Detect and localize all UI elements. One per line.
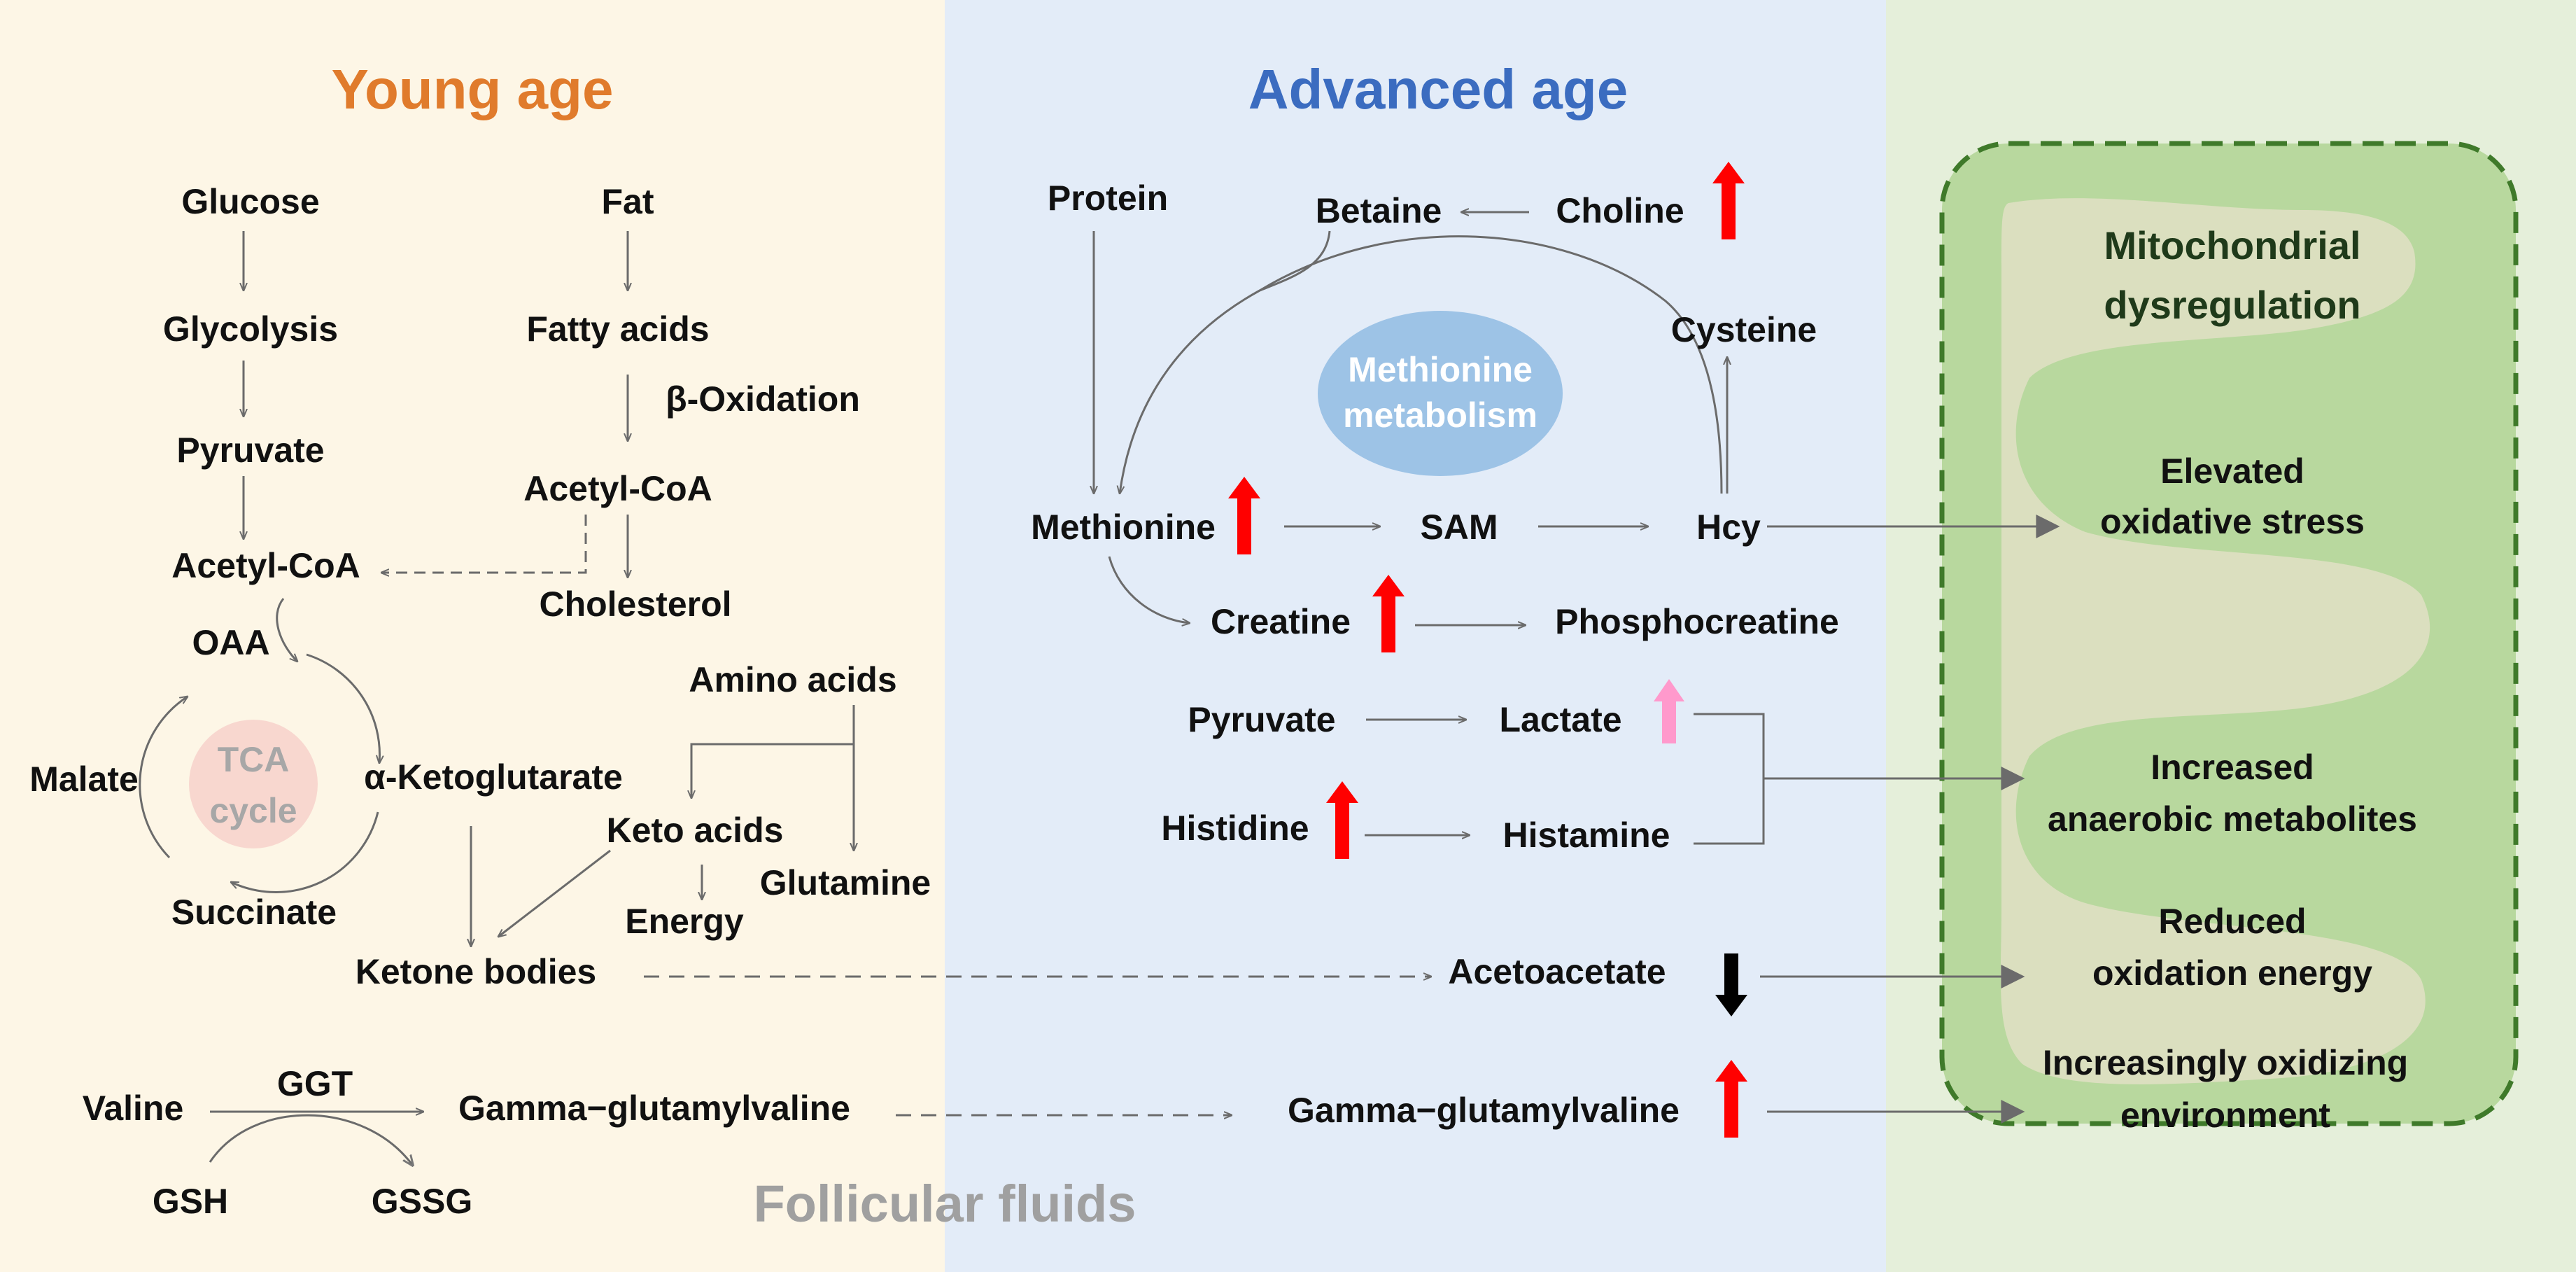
mitochondria-cristae-shape — [2000, 198, 2430, 1084]
node-malate: Malate — [29, 760, 139, 799]
up-arrow-creatine — [1372, 575, 1405, 652]
trend-arrows — [1228, 162, 1747, 1138]
label-beta-oxidation: β-Oxidation — [666, 379, 860, 419]
label-ggt: GGT — [277, 1064, 353, 1103]
node-protein: Protein — [1048, 179, 1168, 218]
node-betaine: Betaine — [1316, 191, 1442, 230]
effect-oxidizing-env-line2: environment — [2120, 1096, 2330, 1135]
advanced-pathway-arrows — [1094, 212, 2060, 1124]
node-keto-acids: Keto acids — [607, 811, 784, 850]
tca-label-line1: TCA — [218, 740, 290, 779]
effect-anaerobic-line1: Increased — [2151, 748, 2314, 787]
node-glucose: Glucose — [181, 182, 319, 221]
effect-oxidative-stress-line2: oxidative stress — [2100, 502, 2365, 541]
tca-label-line2: cycle — [209, 791, 297, 830]
up-arrow-lactate — [1654, 679, 1684, 743]
down-arrow-acetoacetate — [1715, 953, 1747, 1016]
effect-oxidizing-env-line1: Increasingly oxidizing — [2043, 1043, 2408, 1082]
node-histidine: Histidine — [1161, 809, 1309, 848]
node-hcy: Hcy — [1696, 508, 1761, 547]
node-glycolysis: Glycolysis — [163, 309, 338, 349]
node-choline: Choline — [1556, 191, 1684, 230]
node-amino-acids: Amino acids — [689, 660, 896, 699]
advanced-labels: Protein Betaine Choline Cysteine Methion… — [1031, 179, 1839, 1130]
up-arrow-methionine — [1228, 477, 1260, 554]
node-gamma-glutamylvaline-young: Gamma−glutamylvaline — [458, 1089, 850, 1128]
node-glutamine: Glutamine — [760, 863, 931, 902]
node-oaa: OAA — [192, 623, 269, 662]
node-gsh: GSH — [153, 1182, 228, 1221]
node-succinate: Succinate — [171, 893, 337, 932]
methionine-metabolism-line1: Methionine — [1348, 350, 1533, 389]
node-phosphocreatine: Phosphocreatine — [1555, 602, 1839, 641]
node-gamma-glutamylvaline-advanced: Gamma−glutamylvaline — [1288, 1091, 1680, 1130]
effect-oxidation-energy-line2: oxidation energy — [2092, 953, 2372, 993]
node-pyruvate-advanced: Pyruvate — [1188, 700, 1335, 739]
node-cysteine: Cysteine — [1671, 310, 1817, 349]
node-ketoglutarate: α-Ketoglutarate — [364, 757, 623, 797]
tca-cycle-circle — [189, 720, 318, 848]
young-panel — [0, 0, 945, 1272]
young-labels: Glucose Glycolysis Pyruvate Acetyl-CoA F… — [29, 182, 931, 1221]
methionine-metabolism-ellipse — [1318, 311, 1563, 476]
mitochondria-labels: Mitochondrial dysregulation Elevated oxi… — [2043, 223, 2417, 1135]
effect-oxidation-energy-line1: Reduced — [2158, 902, 2306, 941]
node-acetyl-coa-right: Acetyl-CoA — [523, 469, 712, 508]
node-fatty-acids: Fatty acids — [526, 309, 709, 349]
node-valine: Valine — [83, 1089, 184, 1128]
node-ketone-bodies: Ketone bodies — [356, 952, 596, 991]
node-acetoacetate: Acetoacetate — [1448, 952, 1666, 991]
node-fat: Fat — [602, 182, 654, 221]
methionine-metabolism-line2: metabolism — [1343, 396, 1537, 435]
follicular-fluids-label: Follicular fluids — [754, 1175, 1136, 1233]
node-cholesterol: Cholesterol — [539, 585, 731, 624]
node-sam: SAM — [1420, 508, 1498, 547]
node-histamine: Histamine — [1503, 816, 1670, 855]
node-methionine: Methionine — [1031, 508, 1216, 547]
up-arrow-choline — [1712, 162, 1745, 239]
up-arrow-gamma-glutamylvaline — [1715, 1060, 1747, 1138]
mito-title-line2: dysregulation — [2104, 283, 2360, 327]
node-gssg: GSSG — [372, 1182, 472, 1221]
effect-oxidative-stress-line1: Elevated — [2160, 452, 2304, 491]
young-pathway-arrows — [139, 231, 1431, 1166]
node-creatine: Creatine — [1211, 602, 1351, 641]
node-acetyl-coa-left: Acetyl-CoA — [171, 546, 360, 585]
advanced-age-title: Advanced age — [1248, 58, 1628, 120]
mito-title-line1: Mitochondrial — [2104, 223, 2360, 267]
young-age-title: Young age — [332, 58, 614, 120]
up-arrow-histidine — [1326, 781, 1358, 859]
node-lactate: Lactate — [1499, 700, 1621, 739]
effect-anaerobic-line2: anaerobic metabolites — [2048, 799, 2417, 839]
node-pyruvate-young: Pyruvate — [176, 431, 324, 470]
node-energy: Energy — [625, 902, 744, 941]
